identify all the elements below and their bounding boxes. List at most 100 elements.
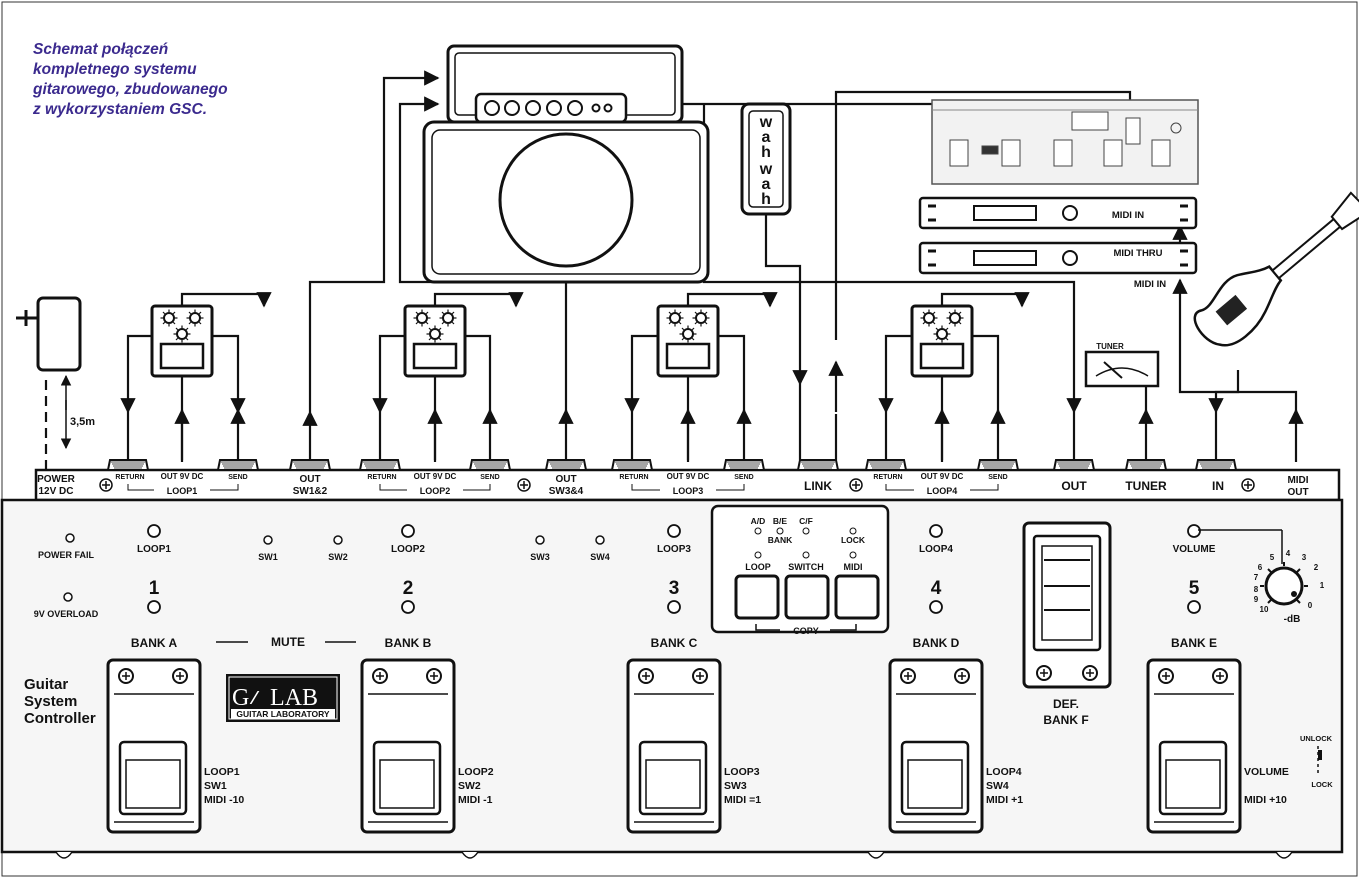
- svg-text:LINK: LINK: [804, 479, 832, 493]
- loop-jack-label: LOOP4: [927, 486, 958, 496]
- loop-led: [401, 524, 415, 538]
- knob-icon: [189, 312, 201, 324]
- sw-led: [535, 535, 545, 545]
- caption-line: gitarowego, zbudowanego: [33, 81, 228, 98]
- svg-text:LOCK: LOCK: [1311, 780, 1333, 789]
- svg-text:8: 8: [1254, 585, 1259, 594]
- midi-button[interactable]: [834, 574, 880, 620]
- svg-text:MIDI: MIDI: [1287, 475, 1308, 486]
- status-leds: POWER FAIL 9V OVERLOAD: [34, 533, 99, 619]
- screw-icon: [99, 478, 113, 492]
- jack-socket[interactable]: [796, 459, 840, 471]
- svg-text:POWER: POWER: [37, 474, 76, 485]
- loop-led: [667, 524, 681, 538]
- switch-button[interactable]: [784, 574, 830, 620]
- brand-name: Guitar System Controller: [24, 676, 96, 727]
- return-label: RETURN: [619, 474, 648, 481]
- lock-switch[interactable]: UNLOCK LOCK: [1300, 734, 1333, 789]
- jack-socket[interactable]: [1124, 459, 1168, 471]
- svg-text:⁄: ⁄: [249, 688, 260, 708]
- effect-pedal-icon: [150, 304, 974, 378]
- screw-icon: [1241, 478, 1255, 492]
- bank-label: BANK E: [1171, 636, 1217, 650]
- sw-led-label: SW4: [590, 552, 610, 562]
- jack-socket[interactable]: [216, 459, 260, 471]
- panel-feet: [55, 851, 1293, 859]
- switch-function-label: LOOP1: [204, 766, 240, 778]
- footswitch-icon[interactable]: [106, 658, 202, 834]
- switch-function-label: SW4: [986, 780, 1009, 792]
- svg-text:10: 10: [1260, 605, 1269, 614]
- jack-socket[interactable]: [1194, 459, 1238, 471]
- return-label: RETURN: [873, 474, 902, 481]
- switch-function-label: SW1: [204, 780, 227, 792]
- knob-icon: [695, 312, 707, 324]
- bank-label: BANK A: [131, 636, 178, 650]
- switch-function-label: MIDI -10: [204, 794, 244, 806]
- rack-unit-icon: MIDI THRU: [918, 241, 1198, 275]
- bank-label: BANK D: [913, 636, 960, 650]
- out9v-label: OUT 9V DC: [161, 472, 204, 481]
- svg-text:System: System: [24, 693, 77, 710]
- sw-led: [263, 535, 273, 545]
- switch-number: 5: [1189, 578, 1200, 599]
- switch-number: 4: [931, 578, 942, 599]
- knob-icon: [429, 328, 441, 340]
- svg-text:G: G: [232, 685, 249, 711]
- svg-text:SWITCH: SWITCH: [788, 562, 824, 572]
- footswitch-icon[interactable]: [1146, 658, 1242, 834]
- bank-led: [1187, 600, 1201, 614]
- jack-socket[interactable]: [864, 459, 908, 471]
- out9v-label: OUT 9V DC: [921, 472, 964, 481]
- svg-text:MIDI: MIDI: [844, 562, 863, 572]
- jack-socket[interactable]: [722, 459, 766, 471]
- svg-text:B/E: B/E: [773, 516, 788, 526]
- jack-socket[interactable]: [106, 459, 150, 471]
- footswitch-icon[interactable]: [626, 658, 722, 834]
- jack-socket[interactable]: [1052, 459, 1096, 471]
- svg-text:h: h: [761, 191, 771, 208]
- switch-number: 3: [669, 578, 680, 599]
- send-label: SEND: [734, 474, 753, 481]
- jack-socket[interactable]: [976, 459, 1020, 471]
- jack-socket[interactable]: [610, 459, 654, 471]
- loop-led: [929, 524, 943, 538]
- svg-text:a: a: [762, 176, 771, 193]
- svg-text:12V DC: 12V DC: [38, 486, 73, 497]
- loop-jack-label: LOOP3: [673, 486, 704, 496]
- switch-number: 2: [403, 578, 414, 599]
- jack-socket[interactable]: [544, 459, 588, 471]
- jack-socket[interactable]: [288, 459, 332, 471]
- mute-indicator: MUTE: [216, 635, 356, 649]
- svg-text:9: 9: [1254, 595, 1259, 604]
- switch-function-label: VOLUME: [1244, 766, 1289, 778]
- caption-line: kompletnego systemu: [33, 61, 197, 78]
- loop-jack-label: LOOP1: [167, 486, 198, 496]
- expression-pedal-icon[interactable]: [1022, 521, 1112, 689]
- svg-text:h: h: [761, 144, 771, 161]
- svg-text:SW1&2: SW1&2: [293, 486, 328, 497]
- send-label: SEND: [228, 474, 247, 481]
- jack-socket[interactable]: [468, 459, 512, 471]
- bank-label: BANK B: [385, 636, 432, 650]
- svg-text:LOCK: LOCK: [841, 535, 866, 545]
- footswitch-icon[interactable]: [888, 658, 984, 834]
- jack-socket[interactable]: [358, 459, 402, 471]
- svg-text:MIDI IN: MIDI IN: [1112, 210, 1144, 221]
- switch-function-label: MIDI +1: [986, 794, 1023, 806]
- def-bank-label: DEF.: [1053, 697, 1079, 711]
- footswitch-icon[interactable]: [360, 658, 456, 834]
- volume-knob-icon[interactable]: 5 4 3 2 6 1 7 8 9 10 0 -dB: [1198, 529, 1325, 625]
- caption-line: z wykorzystaniem GSC.: [33, 101, 208, 118]
- loop-button[interactable]: [734, 574, 780, 620]
- out9v-label: OUT 9V DC: [414, 472, 457, 481]
- jack-sockets: [99, 459, 1255, 492]
- svg-text:-dB: -dB: [1284, 614, 1301, 625]
- sw-led: [333, 535, 343, 545]
- wah-pedal-icon: w a h w a h: [740, 102, 792, 216]
- svg-text:OUT: OUT: [1287, 487, 1308, 498]
- svg-text:2: 2: [1314, 563, 1319, 572]
- cable-length-label: 3,5m: [70, 416, 95, 428]
